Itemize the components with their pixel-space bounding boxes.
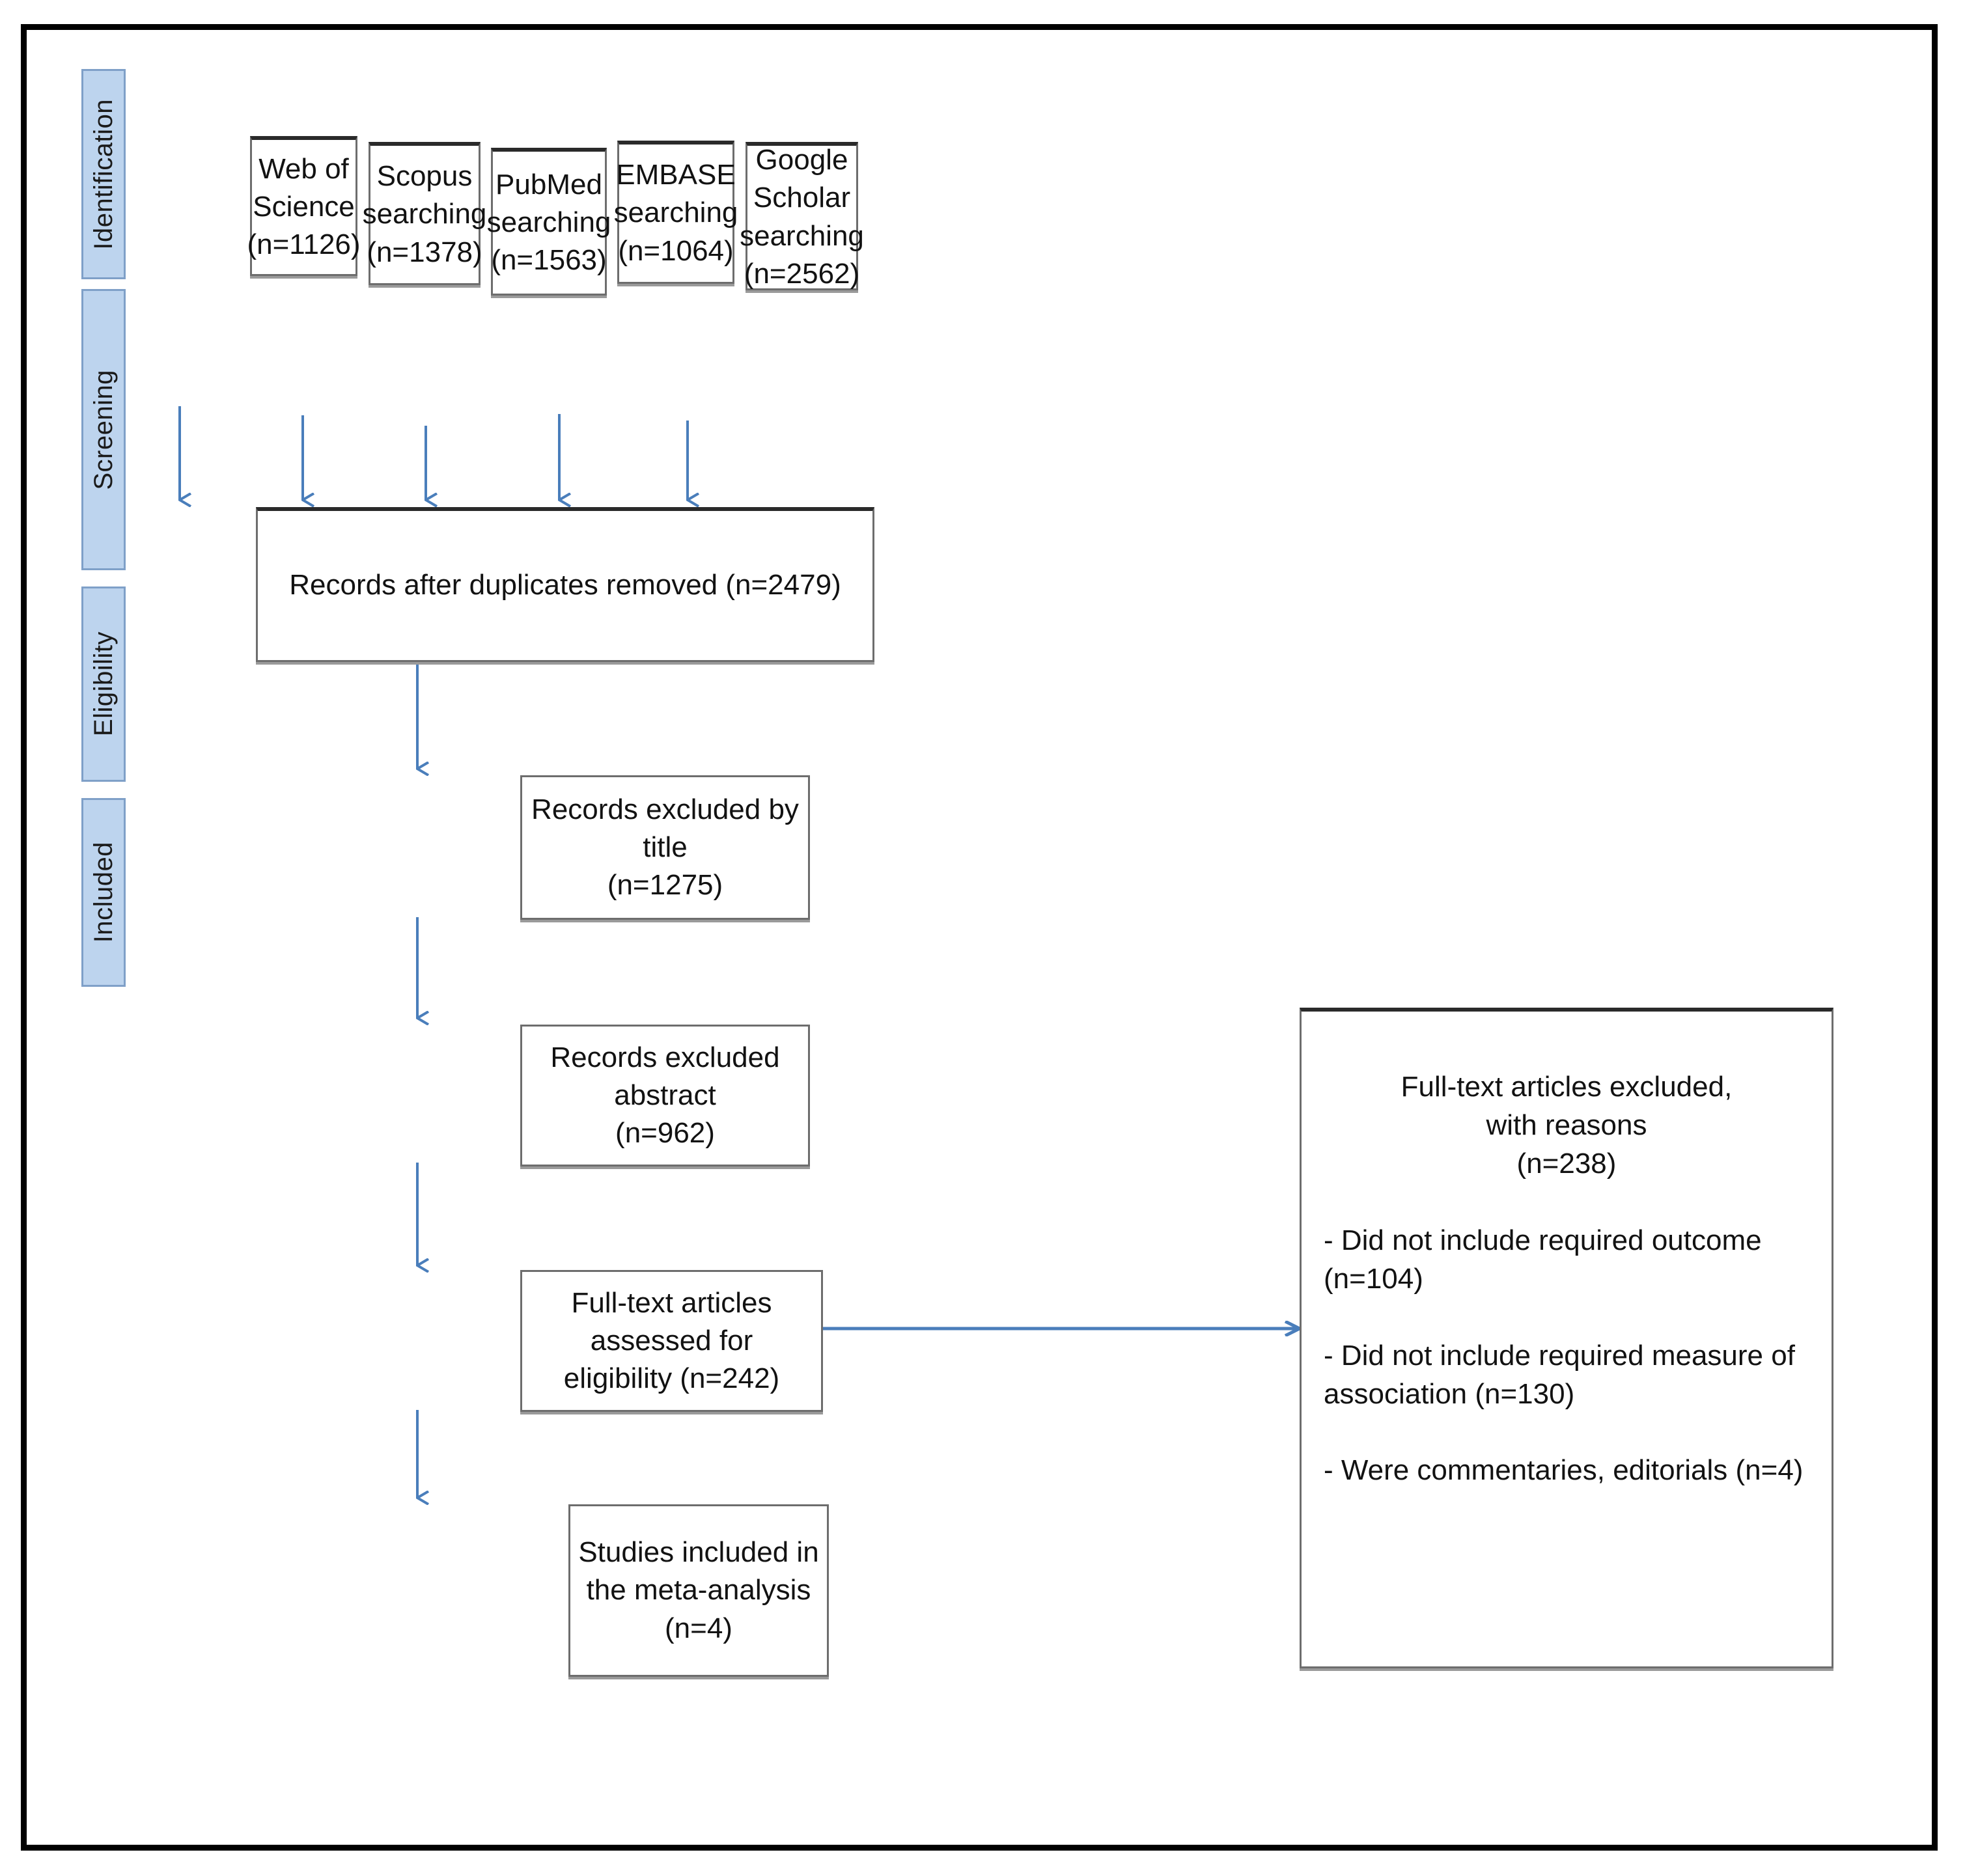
records-excluded-abstract-box: Records excluded abstract (n=962) [520, 1025, 810, 1166]
records-after-duplicates-box: Records after duplicates removed (n=2479… [256, 507, 874, 662]
records-excluded-abstract-text: Records excluded abstract (n=962) [550, 1041, 780, 1150]
fulltext-excluded-reason-3: - Were commentaries, editorials (n=4) [1324, 1454, 1804, 1487]
source-box-google-scholar: Google Scholar searching (n=2562) [740, 142, 864, 290]
fulltext-excluded-heading: Full-text articles excluded, with reason… [1401, 1070, 1733, 1179]
phase-label-included: Included [89, 842, 118, 943]
studies-included-box: Studies included in the meta-analysis (n… [568, 1504, 829, 1677]
records-excluded-title-box: Records excluded by title (n=1275) [520, 775, 810, 920]
phase-bar-identification: Identification [81, 69, 126, 279]
fulltext-excluded-reasons-box: Full-text articles excluded, with reason… [1300, 1008, 1833, 1668]
source-box-web-of-science: Web of Science (n=1126) [247, 136, 361, 276]
source-text-embase: EMBASE searching (n=1064) [613, 159, 738, 267]
records-excluded-title-text: Records excluded by title (n=1275) [531, 793, 799, 902]
source-box-scopus: Scopus searching (n=1378) [363, 142, 486, 285]
source-text-scopus: Scopus searching (n=1378) [362, 160, 487, 268]
phase-bar-eligibility: Eligibility [81, 586, 126, 782]
records-after-duplicates-text: Records after duplicates removed (n=2479… [289, 569, 841, 601]
source-box-embase: EMBASE searching (n=1064) [614, 141, 738, 284]
fulltext-excluded-reason-2: - Did not include required measure of as… [1324, 1339, 1795, 1410]
fulltext-assessed-box: Full-text articles assessed for eligibil… [520, 1270, 823, 1412]
fulltext-assessed-text: Full-text articles assessed for eligibil… [563, 1286, 780, 1395]
source-text-google-scholar: Google Scholar searching (n=2562) [740, 144, 864, 290]
source-text-web-of-science: Web of Science (n=1126) [247, 152, 361, 261]
diagram-frame: Identification Screening Eligibility Inc… [21, 24, 1938, 1851]
phase-label-eligibility: Eligibility [89, 631, 118, 737]
phase-label-identification: Identification [89, 98, 118, 250]
phase-label-screening: Screening [89, 369, 118, 490]
source-box-pubmed: PubMed searching (n=1563) [487, 148, 611, 296]
studies-included-text: Studies included in the meta-analysis (n… [578, 1536, 819, 1644]
phase-bar-included: Included [81, 798, 126, 987]
phase-bar-screening: Screening [81, 289, 126, 570]
fulltext-excluded-reason-1: - Did not include required outcome (n=10… [1324, 1224, 1762, 1295]
source-text-pubmed: PubMed searching (n=1563) [486, 168, 611, 277]
diagram-stage: Identification Screening Eligibility Inc… [27, 30, 1932, 1845]
